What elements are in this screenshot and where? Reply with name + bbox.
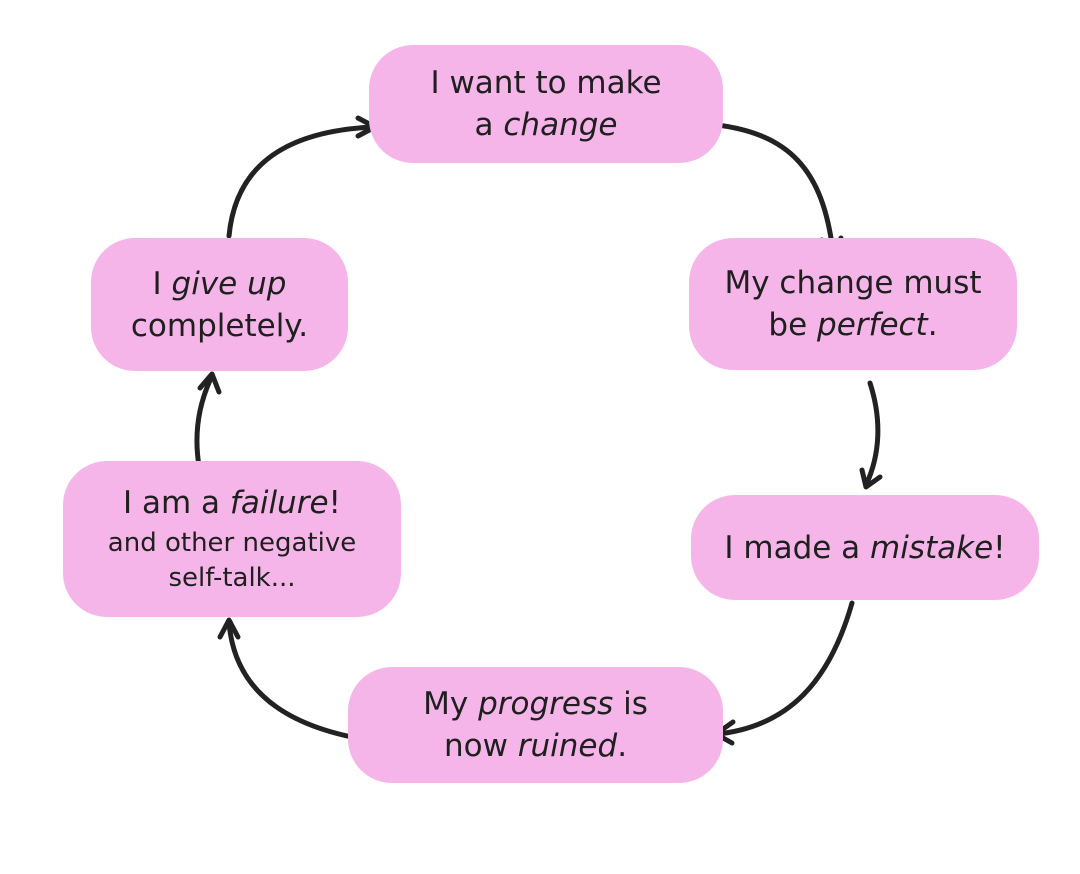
- arrow-ruined-to-failure: [226, 619, 377, 744]
- node-progress-ruined-emphasis-1: progress: [478, 686, 614, 722]
- node-am-failure-line-3: self-talk...: [168, 563, 296, 593]
- node-am-failure: I am a failure! and other negative self-…: [63, 461, 401, 617]
- arrowhead-failure-to-giveup: [197, 371, 222, 395]
- node-progress-ruined-line-1-suffix: is: [613, 686, 648, 722]
- arrow-giveup-to-change: [226, 124, 376, 239]
- arrowhead-ruined-to-failure: [217, 617, 241, 640]
- node-progress-ruined-line-2-prefix: now: [443, 728, 518, 764]
- node-give-up: I give up completely.: [91, 238, 348, 371]
- node-progress-ruined-line-2-suffix: .: [617, 728, 628, 764]
- node-give-up-emphasis: give up: [171, 265, 287, 302]
- node-give-up-line-2: completely.: [130, 307, 309, 344]
- node-made-mistake-line: I made a mistake!: [724, 527, 1005, 569]
- node-am-failure-emphasis: failure: [229, 485, 329, 521]
- node-progress-ruined-emphasis-2: ruined: [517, 728, 618, 764]
- node-must-be-perfect-line-2-prefix: be: [768, 307, 818, 343]
- node-made-mistake-emphasis: mistake: [870, 529, 994, 566]
- node-must-be-perfect-line-2: be perfect.: [768, 304, 937, 346]
- node-give-up-line-1-prefix: I: [152, 265, 172, 302]
- node-must-be-perfect-line-1: My change must: [724, 265, 982, 301]
- node-give-up-line-1: I give up: [153, 263, 287, 305]
- node-must-be-perfect: My change must be perfect.: [689, 238, 1017, 370]
- node-made-mistake-prefix: I made a: [724, 529, 871, 566]
- node-am-failure-line-1-suffix: !: [328, 485, 341, 521]
- node-am-failure-line-1: I am a failure!: [123, 482, 341, 524]
- node-made-mistake: I made a mistake!: [691, 495, 1039, 600]
- arrow-mistake-to-ruined: [715, 600, 855, 737]
- arrow-failure-to-giveup: [194, 373, 215, 469]
- node-progress-ruined-line-1: My progress is: [423, 683, 648, 725]
- node-am-failure-line-2: and other negative: [107, 528, 357, 558]
- node-want-change-line-2: a change: [475, 104, 618, 146]
- node-want-change-line-2-prefix: a: [474, 107, 504, 143]
- node-want-change: I want to make a change: [369, 45, 723, 163]
- node-progress-ruined-line-1-prefix: My: [423, 686, 479, 722]
- node-made-mistake-suffix: !: [993, 529, 1006, 566]
- arrowhead-perfect-to-mistake: [859, 467, 883, 490]
- node-must-be-perfect-emphasis: perfect: [817, 307, 928, 343]
- node-want-change-emphasis: change: [503, 107, 618, 143]
- node-am-failure-line-1-prefix: I am a: [123, 485, 230, 521]
- arrow-change-to-perfect: [706, 121, 836, 255]
- node-progress-ruined: My progress is now ruined.: [348, 667, 723, 783]
- node-want-change-line-1: I want to make: [430, 65, 662, 101]
- node-must-be-perfect-line-2-suffix: .: [927, 307, 938, 343]
- node-progress-ruined-line-2: now ruined.: [444, 725, 627, 767]
- arrow-perfect-to-mistake: [863, 380, 881, 488]
